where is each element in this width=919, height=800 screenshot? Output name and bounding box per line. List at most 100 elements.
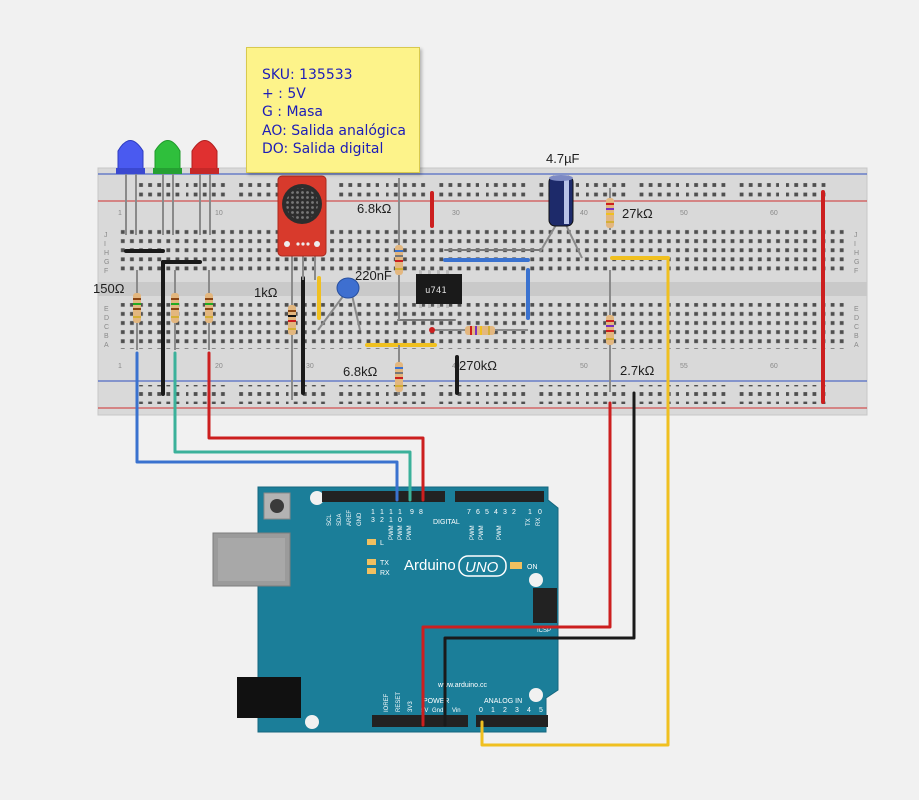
rail-holes-bottom — [137, 385, 180, 404]
svg-text:20: 20 — [215, 363, 223, 370]
breadboard-jumpers — [124, 190, 825, 404]
arduino-model: UNO — [465, 559, 499, 576]
wire-red-to-d9 — [207, 351, 425, 502]
label-270k-ohm: 270kΩ — [459, 358, 497, 373]
digital-label: DIGITAL — [433, 519, 460, 526]
d-num-11a: 1 — [389, 509, 393, 516]
note-sku: SKU: 135533 — [262, 67, 353, 83]
wire-black-gnd — [443, 391, 636, 727]
led-red — [190, 140, 219, 235]
row-letter-d: D — [104, 315, 109, 322]
wire-yellow-a0 — [480, 256, 670, 747]
label-6k8-ohm-bottom: 6.8kΩ — [343, 364, 378, 379]
note-plus: + : 5V — [262, 85, 306, 102]
d-num-5: 5 — [485, 509, 489, 516]
analog-a3: 3 — [515, 707, 519, 714]
pwm-label-6: PWM — [470, 525, 476, 540]
svg-text:G: G — [854, 259, 859, 266]
on-led — [510, 562, 522, 569]
d-num-9: 9 — [410, 509, 414, 516]
capacitor-4u7 — [539, 175, 583, 259]
icsp-label: ICSP — [537, 628, 551, 634]
resistor-150-red — [205, 270, 213, 350]
tx-pin-label: TX — [526, 518, 532, 526]
sound-sensor-module — [277, 175, 327, 280]
arduino-uno-board: Arduino UNO ON L TX RX DIGITAL www.ardui… — [212, 486, 559, 733]
analog-a2: 2 — [503, 707, 507, 714]
analog-a4: 4 — [527, 707, 531, 714]
analog-a0: 0 — [479, 707, 483, 714]
d-num-1: 1 — [528, 509, 532, 516]
led-l — [367, 539, 376, 545]
scl-label: SCL — [327, 514, 333, 526]
3v3-label: 3V3 — [408, 701, 414, 712]
analog-in-label: ANALOG IN — [484, 698, 522, 705]
row-letter-g: G — [104, 259, 109, 266]
row-letter-a: A — [104, 342, 109, 349]
d-num-11b: 1 — [389, 517, 393, 524]
power-jack — [237, 677, 301, 718]
resistor-1k — [288, 255, 296, 400]
d-num-12a: 1 — [380, 509, 384, 516]
led-rx-label: RX — [380, 570, 390, 577]
svg-text:50: 50 — [580, 363, 588, 370]
terminal-strip-top — [116, 229, 844, 275]
col-number-40: 40 — [580, 210, 588, 217]
label-4u7-uf: 4.7µF — [546, 151, 580, 166]
d-num-10a: 1 — [398, 509, 402, 516]
resistor-270k — [429, 326, 528, 335]
gnd-power-label: Gnd — [432, 708, 443, 714]
svg-text:H: H — [854, 250, 859, 257]
svg-text:E: E — [854, 306, 859, 313]
rail-holes-top — [137, 178, 180, 197]
note-g: G : Masa — [262, 104, 323, 121]
d-num-2: 2 — [512, 509, 516, 516]
microphone-icon — [286, 188, 318, 220]
led-rx — [367, 568, 376, 574]
svg-text:I: I — [854, 241, 856, 248]
note-ao: AO: Salida analógica — [262, 122, 406, 139]
d-num-6: 6 — [476, 509, 480, 516]
ic-u741: u741 — [416, 270, 462, 308]
svg-text:B: B — [854, 333, 859, 340]
svg-text:60: 60 — [770, 363, 778, 370]
d-num-13b: 3 — [371, 517, 375, 524]
led-blue — [116, 140, 145, 235]
label-6k8-ohm-top: 6.8kΩ — [357, 201, 392, 216]
label-27k-ohm: 27kΩ — [622, 206, 653, 221]
wire-blue-to-d11 — [135, 351, 399, 502]
ic-label: u741 — [425, 286, 447, 296]
rx-pin-label: RX — [536, 518, 542, 526]
svg-text:D: D — [854, 315, 859, 322]
svg-text:F: F — [854, 268, 858, 275]
svg-text:1: 1 — [118, 363, 122, 370]
pwm-label-5: PWM — [479, 525, 485, 540]
row-letter-j: J — [104, 232, 108, 239]
d-num-4: 4 — [494, 509, 498, 516]
pwm-label-3: PWM — [497, 525, 503, 540]
d-num-0: 0 — [538, 509, 542, 516]
led-tx-label: TX — [380, 560, 389, 567]
capacitor-220n — [317, 277, 361, 331]
d-num-10b: 0 — [398, 517, 402, 524]
wire-red-5v — [421, 401, 612, 727]
digital-header-right — [455, 491, 544, 502]
on-label: ON — [527, 564, 538, 571]
col-number-10: 10 — [215, 210, 223, 217]
row-letter-h: H — [104, 250, 109, 257]
icsp-header — [533, 588, 557, 623]
d-num-8: 8 — [419, 509, 423, 516]
led-tx — [367, 559, 376, 565]
d-num-7: 7 — [467, 509, 471, 516]
power-header — [372, 715, 468, 727]
resistor-150-blue — [133, 270, 141, 350]
led-green — [153, 140, 182, 235]
pwm-label-9: PWM — [407, 525, 413, 540]
row-letter-c: C — [104, 324, 109, 331]
d-num-13a: 1 — [371, 509, 375, 516]
analog-a5: 5 — [539, 707, 543, 714]
col-number-30: 30 — [452, 210, 460, 217]
power-label: POWER — [423, 698, 449, 705]
connection-wires — [135, 256, 670, 747]
